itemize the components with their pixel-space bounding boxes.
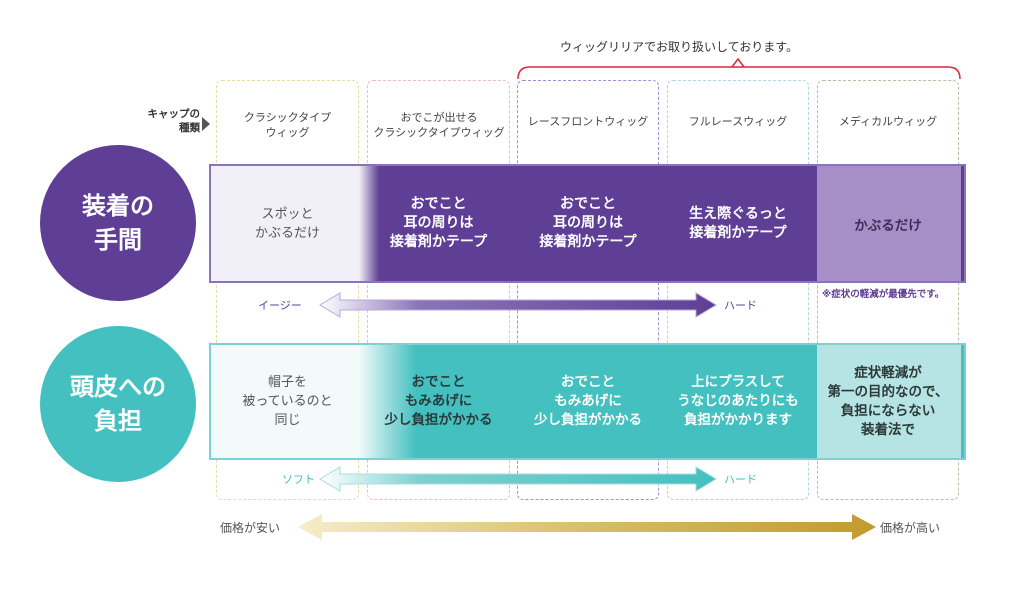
column-frame-medical <box>817 80 959 500</box>
effort-cell-medical: かぶるだけ <box>854 217 922 234</box>
column-label-forehead: おでこが出せる クラシックタイプウィッグ <box>373 111 505 139</box>
medical-note: ※症状の軽減が最優先です。 <box>822 289 945 300</box>
effort-band <box>209 164 966 283</box>
effort-cell-classic: スポッと かぶるだけ <box>254 206 320 241</box>
column-label-lacefront: レースフロントウィッグ <box>527 115 649 128</box>
scalp-arrow-right-label: ハード <box>724 473 757 486</box>
scalp-arrow-left-label: ソフト <box>282 473 315 486</box>
scalp-cell-medical: 症状軽減が 第一の目的なので、 負担にならない 装着法で <box>827 364 949 438</box>
column-frame-classic <box>216 80 359 500</box>
row-title-scalp: 頭皮への 負担 <box>40 326 196 482</box>
scalp-band <box>209 343 966 460</box>
scalp-arrow <box>319 466 717 492</box>
scalp-cell-fulllace: 上にプラスして うなじのあたりにも 負担がかかります <box>677 374 799 428</box>
column-label-classic: クラシックタイプ ウィッグ <box>243 111 332 139</box>
scalp-cell-forehead: おでこと もみあげに 少し負担がかかる <box>384 374 493 428</box>
scalp-cell-lacefront: おでこと もみあげに 少し負担がかかる <box>534 374 642 428</box>
effort-arrow <box>319 292 717 318</box>
column-frame-lacefront <box>517 80 659 500</box>
effort-cell-lacefront: おでこと 耳の周りは 接着剤かテープ <box>539 196 637 250</box>
red-bracket <box>517 57 961 80</box>
effort-arrow-right-label: ハード <box>724 299 757 312</box>
effort-arrow-left-label: イージー <box>258 299 302 312</box>
triangle-right-icon <box>202 117 210 131</box>
price-high-label: 価格が高い <box>880 521 941 535</box>
price-low-label: 価格が安い <box>220 521 281 535</box>
column-frame-fulllace <box>667 80 809 500</box>
header-note: ウィッグリリアでお取り扱いしております。 <box>560 40 799 54</box>
effort-cell-forehead: おでこと 耳の周りは 接着剤かテープ <box>389 196 488 250</box>
column-label-fulllace: フルレースウィッグ <box>688 115 788 128</box>
price-arrow <box>298 514 876 540</box>
effort-cell-fulllace: 生え際ぐるっと 接着剤かテープ <box>689 205 787 241</box>
column-frame-forehead <box>367 80 510 500</box>
column-label-medical: メディカルウィッグ <box>838 115 938 128</box>
scalp-cell-classic: 帽子を 被っているのと 同じ <box>242 375 333 428</box>
row-title-effort: 装着の 手間 <box>40 145 196 301</box>
cap-type-label: キャップの 種類 <box>147 108 201 134</box>
